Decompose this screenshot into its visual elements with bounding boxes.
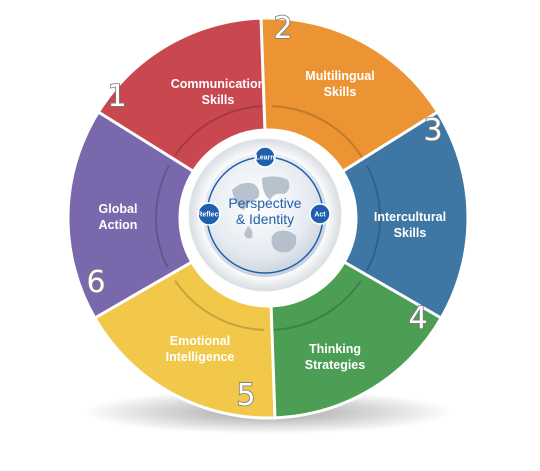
segment-inner-arc	[174, 105, 265, 156]
segment-inner-arc	[271, 105, 364, 160]
badge-learn: Learn	[254, 146, 276, 168]
badge-learn-label: Learn	[255, 155, 274, 162]
segment-number-3: 3	[423, 113, 442, 148]
center-title-line2: & Identity	[236, 211, 294, 227]
segment-inner-arc	[174, 280, 265, 331]
segment-inner-arc	[271, 280, 362, 331]
segment-number-6: 6	[86, 265, 105, 300]
segment-number-5: 5	[236, 378, 255, 413]
segment-emotional	[92, 259, 277, 420]
badge-reflect: Reflect	[197, 202, 221, 226]
segments-layer	[66, 16, 470, 420]
segment-inner-arc	[155, 164, 170, 268]
segment-number-2: 2	[273, 11, 292, 46]
center-title-line1: Perspective	[228, 195, 301, 211]
badge-act: Act	[309, 203, 331, 225]
segment-inner-arc	[366, 164, 381, 272]
badge-act-label: Act	[314, 212, 326, 219]
segment-intercultural	[340, 109, 470, 327]
segment-number-1: 1	[107, 79, 126, 114]
segment-global	[66, 109, 196, 321]
badge-reflect-label: Reflect	[197, 212, 221, 219]
globe	[203, 153, 327, 277]
continent-shapes	[232, 176, 297, 253]
segment-number-4: 4	[408, 301, 427, 336]
